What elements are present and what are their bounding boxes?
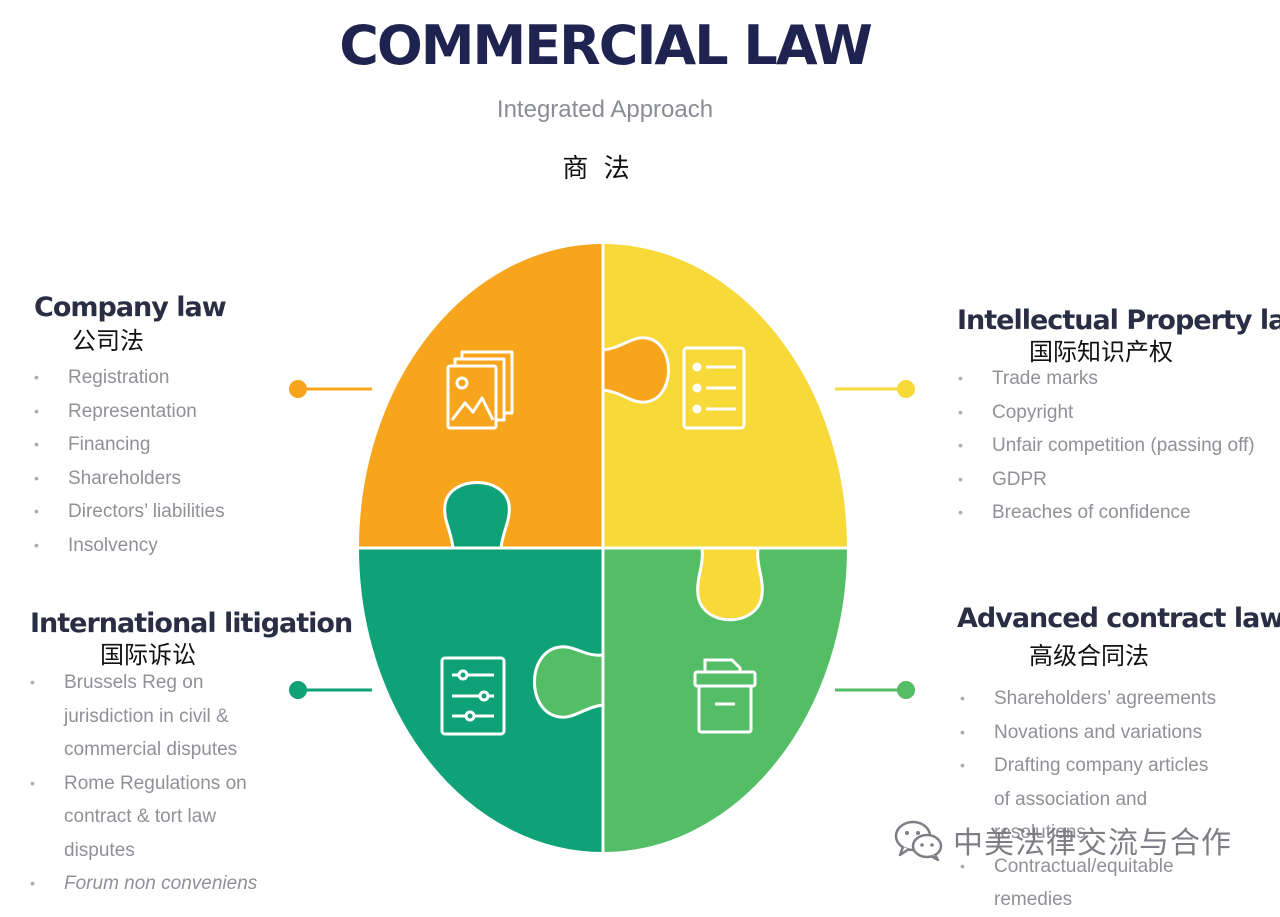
list-item: Representation bbox=[34, 395, 225, 429]
list-item: Breaches of confidence bbox=[958, 496, 1255, 530]
watermark-text: 中美法律交流与合作 bbox=[953, 827, 1232, 860]
page-title: COMMERCIAL LAW bbox=[339, 14, 873, 77]
litigation-title: International litigation bbox=[30, 608, 353, 639]
page-subtitle: Integrated Approach bbox=[496, 96, 714, 123]
contract-law-list: Shareholders’ agreements Novations and v… bbox=[960, 682, 1226, 917]
puzzle-diagram bbox=[289, 242, 915, 854]
list-item: Trade marks bbox=[958, 362, 1255, 396]
contract-law-title-chinese: 高级合同法 bbox=[1029, 643, 1149, 670]
archive-box-icon bbox=[693, 658, 757, 734]
list-item: Financing bbox=[34, 428, 225, 462]
connector-litigation bbox=[289, 681, 372, 699]
list-item: Drafting company articles of association… bbox=[960, 749, 1226, 850]
checklist-icon bbox=[682, 346, 746, 430]
list-item: Registration bbox=[34, 361, 225, 395]
ip-law-title: Intellectual Property law bbox=[957, 305, 1280, 336]
connector-contract bbox=[835, 681, 915, 699]
image-stack-icon bbox=[446, 350, 514, 430]
page-title-chinese: 商 法 bbox=[562, 153, 634, 183]
connector-company bbox=[289, 380, 372, 398]
ip-law-list: Trade marks Copyright Unfair competition… bbox=[958, 362, 1255, 530]
list-item: Insolvency bbox=[34, 529, 225, 563]
connector-ip bbox=[835, 380, 915, 398]
list-item: Shareholders bbox=[34, 462, 225, 496]
company-law-title: Company law bbox=[34, 292, 227, 323]
litigation-list: Brussels Reg on jurisdiction in civil & … bbox=[30, 666, 292, 901]
list-item: Copyright bbox=[958, 396, 1255, 430]
list-item: Rome Regulations on contract & tort law … bbox=[30, 767, 292, 868]
list-item: Unfair competition (passing off) bbox=[958, 429, 1255, 463]
section-ip-law: Intellectual Property law 国际知识产权 bbox=[957, 305, 1280, 367]
sliders-icon bbox=[440, 656, 506, 736]
section-international-litigation: International litigation 国际诉讼 bbox=[30, 608, 353, 670]
company-law-list: Registration Representation Financing Sh… bbox=[34, 361, 225, 562]
list-item: Directors’ liabilities bbox=[34, 495, 225, 529]
list-item: Brussels Reg on jurisdiction in civil & … bbox=[30, 666, 292, 767]
contract-law-title: Advanced contract law bbox=[957, 603, 1280, 634]
section-company-law: Company law 公司法 bbox=[34, 292, 227, 356]
list-item: GDPR bbox=[958, 463, 1255, 497]
list-item: Novations and variations bbox=[960, 716, 1226, 750]
watermark: 中美法律交流与合作 bbox=[893, 818, 1232, 862]
list-item: Shareholders’ agreements bbox=[960, 682, 1226, 716]
list-item: Forum non conveniens bbox=[30, 867, 292, 901]
section-advanced-contract-law: Advanced contract law 高级合同法 bbox=[957, 603, 1280, 671]
company-law-title-chinese: 公司法 bbox=[72, 328, 144, 355]
wechat-icon bbox=[894, 820, 943, 861]
litigation-title-chinese: 国际诉讼 bbox=[100, 642, 196, 669]
